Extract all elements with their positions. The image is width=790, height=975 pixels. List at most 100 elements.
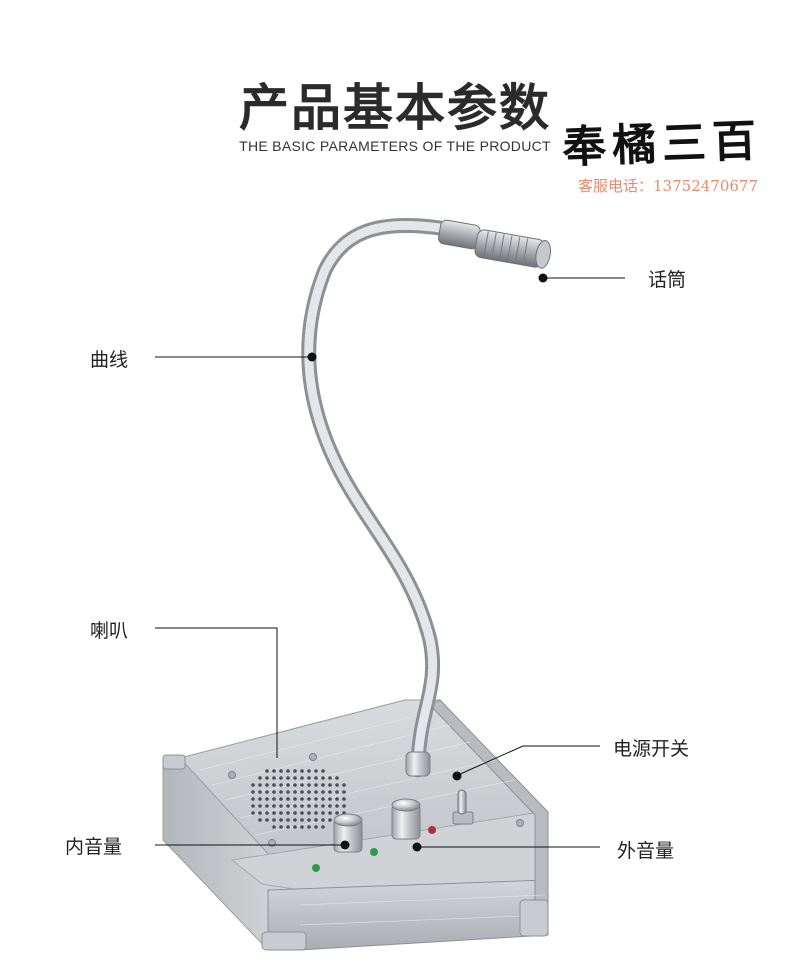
grille-hole: [335, 783, 339, 787]
grille-hole: [321, 790, 325, 794]
grille-hole: [307, 783, 311, 787]
grille-hole: [265, 818, 269, 822]
grille-hole: [328, 811, 332, 815]
screw: [309, 753, 317, 761]
grille-hole: [258, 818, 262, 822]
grille-hole: [328, 804, 332, 808]
callout-label-inner-volume: 内音量: [65, 836, 123, 858]
green-led-icon: [370, 848, 378, 856]
grille-hole: [300, 804, 304, 808]
grille-hole: [251, 783, 255, 787]
grille-hole: [300, 769, 304, 773]
grille-hole: [307, 776, 311, 780]
grille-hole: [293, 790, 297, 794]
grille-hole: [258, 776, 262, 780]
base-front-face: [267, 879, 549, 951]
grille-hole: [265, 797, 269, 801]
corner-cap: [162, 754, 186, 770]
callout-label-outer-volume: 外音量: [617, 840, 675, 862]
grille-hole: [300, 776, 304, 780]
grille-hole: [286, 818, 290, 822]
mic-callout-dot: [538, 273, 548, 283]
grille-hole: [286, 825, 290, 829]
page-subtitle: THE BASIC PARAMETERS OF THE PRODUCT: [239, 138, 551, 154]
grille-hole: [328, 776, 332, 780]
grille-hole: [251, 804, 255, 808]
grille-hole: [272, 804, 276, 808]
grille-hole: [258, 804, 262, 808]
grille-hole: [314, 825, 318, 829]
grille-hole: [328, 783, 332, 787]
grille-hole: [251, 797, 255, 801]
grille-hole: [265, 783, 269, 787]
grille-hole: [286, 769, 290, 773]
grille-hole: [321, 804, 325, 808]
console-base: [162, 699, 549, 951]
microphone-head: [438, 219, 551, 269]
grille-hole: [279, 797, 283, 801]
grille-hole: [307, 769, 311, 773]
gooseneck-highlight: [304, 221, 445, 775]
grille-hole: [265, 804, 269, 808]
grille-hole: [314, 818, 318, 822]
grille-hole: [300, 811, 304, 815]
grille-hole: [265, 776, 269, 780]
grille-hole: [251, 811, 255, 815]
outer-volume-knob[interactable]: [391, 798, 421, 840]
callout-lines: [155, 277, 625, 848]
grille-hole: [293, 818, 297, 822]
grille-hole: [279, 769, 283, 773]
grille-hole: [286, 804, 290, 808]
grille-hole: [300, 790, 304, 794]
grille-hole: [293, 825, 297, 829]
grille-hole: [293, 811, 297, 815]
grille-hole: [321, 776, 325, 780]
inner-volume-callout-dot: [340, 840, 350, 850]
grille-hole: [286, 783, 290, 787]
grille-hole: [258, 790, 262, 794]
grille-hole: [279, 825, 283, 829]
grille-hole: [286, 776, 290, 780]
grille-hole: [300, 825, 304, 829]
grille-hole: [272, 825, 276, 829]
power-toggle-switch[interactable]: [452, 789, 474, 825]
grille-hole: [342, 797, 346, 801]
callout-label-power-switch: 电源开关: [613, 738, 690, 760]
outer-volume-callout-dot: [412, 842, 422, 852]
grille-hole: [307, 818, 311, 822]
callout-label-speaker: 喇叭: [90, 620, 129, 642]
grille-hole: [272, 797, 276, 801]
grille-hole: [300, 818, 304, 822]
grille-hole: [342, 804, 346, 808]
switch-callout-dot: [452, 771, 462, 781]
grille-hole: [307, 825, 311, 829]
grille-hole: [279, 776, 283, 780]
grille-hole: [321, 818, 325, 822]
grille-hole: [314, 776, 318, 780]
grille-hole: [279, 818, 283, 822]
grille-hole: [314, 790, 318, 794]
grille-hole: [279, 811, 283, 815]
grille-hole: [272, 776, 276, 780]
grille-hole: [265, 811, 269, 815]
grille-hole: [293, 797, 297, 801]
grille-hole: [265, 769, 269, 773]
red-led-icon: [428, 826, 436, 834]
gooseneck-collar: [405, 751, 431, 777]
grille-hole: [328, 818, 332, 822]
grille-hole: [335, 804, 339, 808]
grille-hole: [328, 790, 332, 794]
callout-label-gooseneck: 曲线: [90, 349, 129, 371]
page-title: 产品基本参数: [239, 79, 551, 137]
grille-hole: [293, 783, 297, 787]
grille-hole: [307, 811, 311, 815]
grille-hole: [342, 783, 346, 787]
phone-label: 客服电话：: [578, 177, 654, 195]
grille-hole: [272, 783, 276, 787]
gooseneck-tube: [301, 218, 448, 778]
grille-hole: [307, 790, 311, 794]
grille-hole: [286, 790, 290, 794]
grille-hole: [307, 797, 311, 801]
green-led-icon: [312, 864, 320, 872]
